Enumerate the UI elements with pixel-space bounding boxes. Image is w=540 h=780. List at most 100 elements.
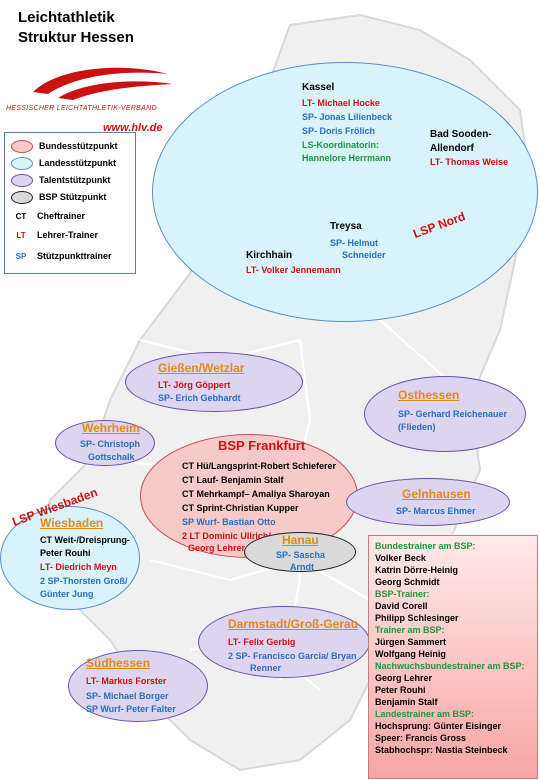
- legend-item-landesstuetzpunkt: Landesstützpunkt: [11, 156, 117, 171]
- legend-label: Cheftrainer: [37, 211, 86, 221]
- nachwuchs-heading: Nachwuchsbundestrainer am BSP:: [375, 661, 525, 671]
- gelnhausen-region: [346, 478, 510, 526]
- wehrheim-sp1: SP- Christoph: [80, 439, 140, 449]
- suedhessen-name: Südhessen: [86, 656, 151, 670]
- osthessen-sp-loc: (Flieden): [398, 422, 436, 432]
- landesstuetzpunkt-swatch-icon: [11, 157, 33, 171]
- legend-item-bsp-stuetzpunkt: BSP Stützpunkt: [11, 190, 107, 205]
- wehrheim-name: Wehrheim: [82, 421, 140, 435]
- suedhessen-region: [68, 650, 208, 722]
- treysa-name: Treysa: [330, 221, 362, 232]
- treysa-sp1: SP- Helmut: [330, 238, 379, 248]
- hanau-sp2: Arndt: [290, 562, 314, 572]
- treysa-sp2: Schneider: [342, 250, 386, 260]
- legend-item-bundesstuetzpunkt: Bundesstützpunkt: [11, 139, 118, 154]
- logo-text: HESSISCHER LEICHTATHLETIK-VERBAND: [6, 105, 157, 112]
- lsp-wiesbaden-region: [0, 506, 140, 610]
- landestrainer-name: Stabhochspr: Nastia Steinbeck: [375, 745, 508, 755]
- osthessen-sp: SP- Gerhard Reichenauer: [398, 409, 508, 419]
- wiesbaden-lt: LT- Diedrich Meyn: [40, 562, 117, 572]
- bsp-trainer-name: David Corell: [375, 601, 428, 611]
- nachwuchs-name: Peter Rouhi: [375, 685, 426, 695]
- kassel-ls-label: LS-Koordinatorin:: [302, 140, 379, 150]
- osthessen-name: Osthessen: [398, 388, 460, 402]
- bundestrainer-box: Bundestrainer am BSP: Volker Beck Katrin…: [368, 535, 538, 779]
- kassel-sp2: SP- Doris Frölich: [302, 126, 376, 136]
- frankfurt-ct4: CT Sprint-Christian Kupper: [182, 503, 299, 513]
- frankfurt-ct1: CT Hü/Langsprint-Robert Schieferer: [182, 461, 337, 471]
- darmstadt-sp2: Renner: [250, 663, 282, 673]
- bundestrainer-name: Georg Schmidt: [375, 577, 440, 587]
- frankfurt-name: BSP Frankfurt: [218, 438, 306, 453]
- suedhessen-sp2: SP Wurf- Peter Falter: [86, 704, 176, 714]
- badsooden-name: Bad Sooden- Allendorf: [430, 129, 492, 154]
- legend-item-lehrer-trainer: LT Lehrer-Trainer: [11, 228, 98, 242]
- frankfurt-ct2: CT Lauf- Benjamin Stalf: [182, 475, 284, 485]
- wiesbaden-ct2: Peter Rouhi: [40, 548, 91, 558]
- legend-label: BSP Stützpunkt: [39, 192, 107, 202]
- bsp-stuetzpunkt-swatch-icon: [11, 191, 33, 205]
- frankfurt-ct3: CT Mehrkampf– Amaliya Sharoyan: [182, 489, 330, 499]
- gelnhausen-sp: SP- Marcus Ehmer: [396, 506, 476, 516]
- kassel-lt: LT- Michael Hocke: [302, 98, 380, 108]
- landestrainer-name: Hochsprung: Günter Eisinger: [375, 721, 502, 731]
- landestrainer-heading: Landestrainer am BSP:: [375, 709, 475, 719]
- bsp-trainer-name: Philipp Schlesinger: [375, 613, 459, 623]
- legend-label: Bundesstützpunkt: [39, 141, 118, 151]
- bundestrainer-name: Volker Beck: [375, 553, 426, 563]
- talentstuetzpunkt-swatch-icon: [11, 174, 33, 188]
- kirchhain-name: Kirchhain: [246, 250, 293, 261]
- nachwuchs-name: Benjamin Stalf: [375, 697, 438, 707]
- bundestrainer-heading: Bundestrainer am BSP:: [375, 541, 476, 551]
- kassel-ls-name: Hannelore Herrmann: [302, 153, 392, 163]
- wiesbaden-ct1: CT Weit-/Dreisprung-: [40, 535, 130, 545]
- page-title: Leichtathletik Struktur Hessen: [18, 9, 134, 46]
- bsp-trainer-heading: BSP-Trainer:: [375, 589, 430, 599]
- gelnhausen-name: Gelnhausen: [402, 487, 471, 501]
- hlv-logo-icon: [33, 67, 173, 100]
- legend-abbr: SP: [15, 252, 27, 261]
- kirchhain-lt: LT- Volker Jennemann: [246, 265, 341, 275]
- hanau-name: Hanau: [282, 533, 319, 547]
- frankfurt-sp: SP Wurf- Bastian Otto: [182, 517, 276, 527]
- wiesbaden-sp1: 2 SP-Thorsten Groß/: [40, 576, 128, 586]
- legend-label: Landesstützpunkt: [39, 158, 117, 168]
- hanau-sp1: SP- Sascha: [276, 550, 326, 560]
- trainer-am-bsp-name: Wolfgang Heinig: [375, 649, 446, 659]
- wiesbaden-name: Wiesbaden: [40, 516, 104, 530]
- giessen-sp: SP- Erich Gebhardt: [158, 393, 241, 403]
- wehrheim-region: [55, 420, 155, 466]
- legend-abbr: CT: [15, 212, 27, 221]
- osthessen-region: [364, 376, 526, 452]
- frankfurt-lt1: 2 LT Dominic Ullrich/: [182, 531, 271, 541]
- legend-item-talentstuetzpunkt: Talentstützpunkt: [11, 173, 111, 188]
- legend: Bundesstützpunkt Landesstützpunkt Talent…: [4, 132, 136, 274]
- legend-item-cheftrainer: CT Cheftrainer: [11, 209, 85, 223]
- legend-label: Stützpunkttrainer: [37, 251, 112, 261]
- trainer-am-bsp-name: Jürgen Sammert: [375, 637, 447, 647]
- darmstadt-name: Darmstadt/Groß-Gerau: [228, 617, 359, 631]
- trainer-am-bsp-heading: Trainer am BSP:: [375, 625, 445, 635]
- landestrainer-name: Speer: Francis Gross: [375, 733, 467, 743]
- suedhessen-sp1: SP- Michael Borger: [86, 691, 169, 701]
- darmstadt-region: [198, 606, 370, 678]
- frankfurt-lt2: Georg Lehrer: [188, 543, 246, 553]
- legend-label: Lehrer-Trainer: [37, 230, 99, 240]
- giessen-region: [125, 352, 303, 412]
- lsp-nord-region: [152, 62, 538, 322]
- wiesbaden-sp2: Günter Jung: [40, 589, 94, 599]
- legend-label: Talentstützpunkt: [39, 175, 111, 185]
- legend-abbr: LT: [16, 231, 26, 240]
- bundesstuetzpunkt-swatch-icon: [11, 140, 33, 154]
- website-link[interactable]: www.hlv.de: [103, 122, 163, 134]
- bundestrainer-name: Katrin Dörre-Heinig: [375, 565, 459, 575]
- wehrheim-sp2: Gottschalk: [88, 452, 135, 462]
- hanau-region: [244, 532, 356, 572]
- darmstadt-sp1: 2 SP- Francisco Garcia/ Bryan: [228, 651, 357, 661]
- nachwuchs-name: Georg Lehrer: [375, 673, 433, 683]
- kassel-name: Kassel: [302, 82, 335, 93]
- legend-item-stuetzpunkttrainer: SP Stützpunkttrainer: [11, 249, 112, 263]
- suedhessen-lt: LT- Markus Forster: [86, 676, 167, 686]
- kassel-sp1: SP- Jonas Lilienbeck: [302, 112, 393, 122]
- giessen-name: Gießen/Wetzlar: [158, 361, 245, 375]
